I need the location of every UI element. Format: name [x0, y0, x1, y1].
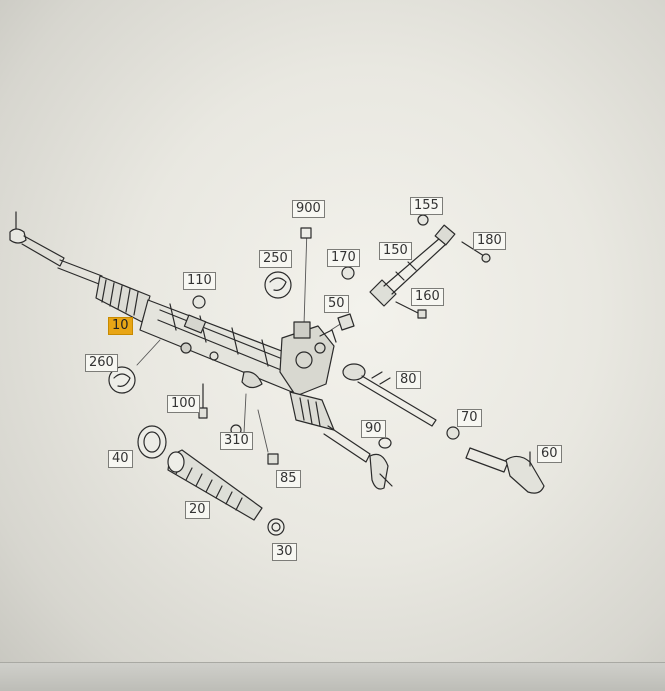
- left-tie-rod-end: [9, 211, 103, 285]
- part-30-clamp: [267, 518, 285, 536]
- monitor-bezel: [0, 662, 665, 691]
- part-85-nut: [267, 453, 279, 465]
- part-20-boot: [167, 449, 263, 521]
- rack-housing: [139, 299, 301, 393]
- callout-20[interactable]: 20: [185, 501, 210, 519]
- callout-310[interactable]: 310: [220, 432, 253, 450]
- part-180-bolt: [461, 241, 491, 263]
- part-150-steering-shaft: [369, 224, 456, 307]
- right-rack-boot: [289, 391, 335, 431]
- part-100-bolt: [198, 383, 208, 419]
- part-260-seal: [108, 366, 136, 394]
- steering-rack-diagram: [9, 211, 545, 536]
- callout-180[interactable]: 180: [473, 232, 506, 250]
- callout-80[interactable]: 80: [396, 371, 421, 389]
- callout-110[interactable]: 110: [183, 272, 216, 290]
- callout-60[interactable]: 60: [537, 445, 562, 463]
- callout-155[interactable]: 155: [410, 197, 443, 215]
- callout-85[interactable]: 85: [276, 470, 301, 488]
- callout-10-highlighted[interactable]: 10: [108, 317, 133, 335]
- callout-100[interactable]: 100: [167, 395, 200, 413]
- pinion-valve-body: [279, 321, 337, 397]
- right-tie-rod: [323, 425, 393, 490]
- part-110-nut: [192, 295, 206, 309]
- part-90-washer: [378, 437, 392, 449]
- callout-260[interactable]: 260: [85, 354, 118, 372]
- callout-50[interactable]: 50: [324, 295, 349, 313]
- part-70-nut: [446, 426, 460, 440]
- callout-900[interactable]: 900: [292, 200, 325, 218]
- part-80-inner-tie-rod: [342, 363, 437, 427]
- part-50-bracket: [337, 313, 355, 331]
- callout-40[interactable]: 40: [108, 450, 133, 468]
- part-40-clamp: [137, 425, 167, 459]
- part-60-outer-tie-rod-end: [465, 447, 545, 494]
- part-160-bolt: [395, 301, 427, 319]
- callout-90[interactable]: 90: [361, 420, 386, 438]
- callout-150[interactable]: 150: [379, 242, 412, 260]
- callout-30[interactable]: 30: [272, 543, 297, 561]
- part-250-seal: [264, 271, 292, 299]
- part-170-nut: [341, 266, 355, 280]
- callout-170[interactable]: 170: [327, 249, 360, 267]
- callout-70[interactable]: 70: [457, 409, 482, 427]
- left-rack-boot: [95, 275, 151, 323]
- part-900-fitting: [300, 227, 312, 239]
- part-155-nut: [417, 214, 429, 226]
- callout-250[interactable]: 250: [259, 250, 292, 268]
- callout-160[interactable]: 160: [411, 288, 444, 306]
